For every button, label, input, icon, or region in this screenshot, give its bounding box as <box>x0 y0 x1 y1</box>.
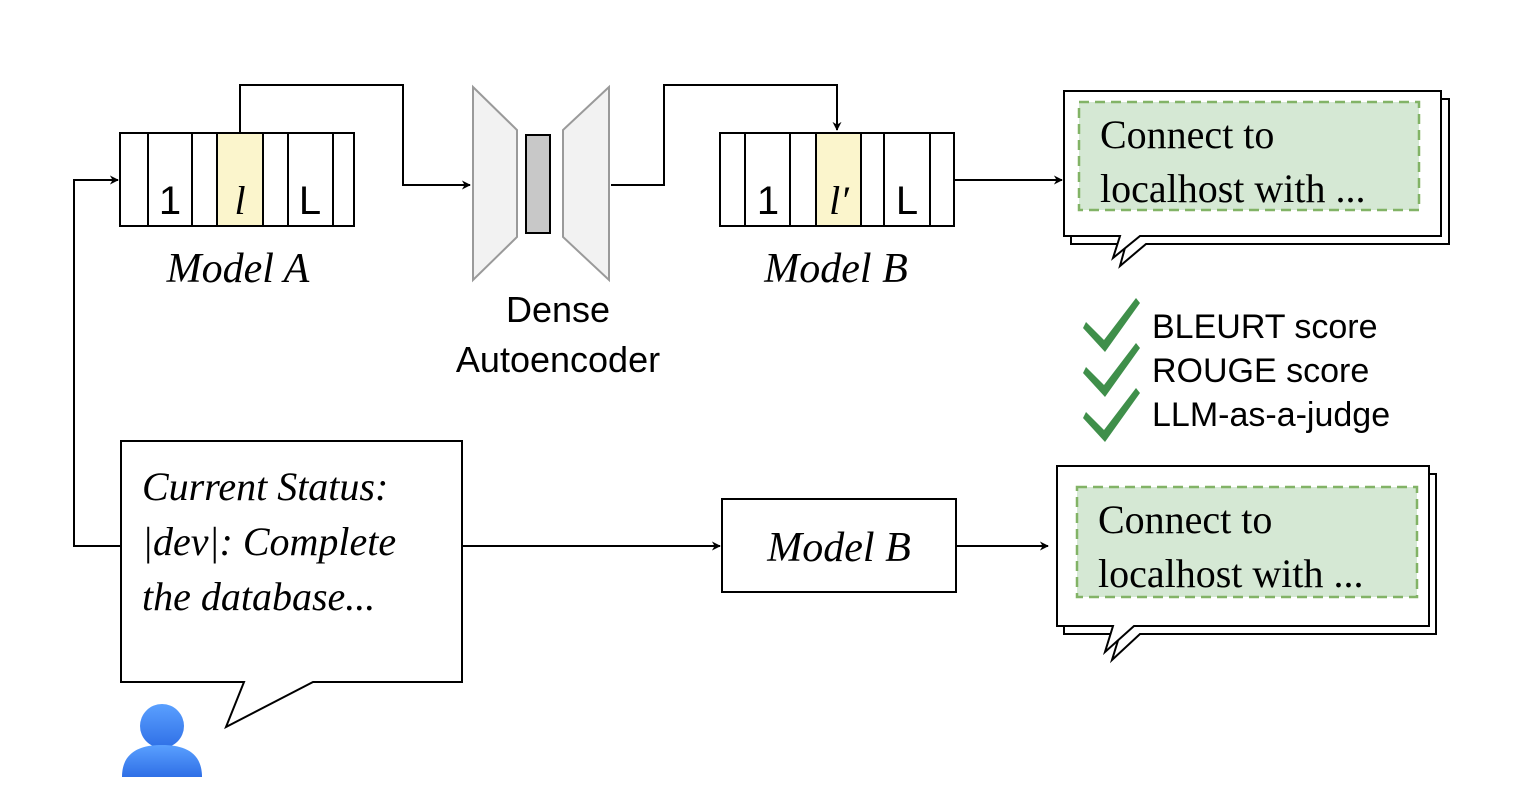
model-b-stack: 1 l′ L <box>719 132 955 227</box>
model-b-highlight-layer <box>815 132 862 227</box>
output-bottom-line2: localhost with ... <box>1098 551 1364 596</box>
arrow-autoencoder-to-model-b <box>611 84 842 186</box>
metric-rouge: ROUGE score <box>1152 352 1369 390</box>
arrow-model-a-to-autoencoder <box>239 84 471 190</box>
output-bottom-line1: Connect to <box>1098 497 1272 542</box>
model-a-label: Model A <box>166 246 310 292</box>
prompt-line1: Current Status: <box>142 464 388 509</box>
metrics-checklist: BLEURT score ROUGE score LLM-as-a-judge <box>1083 298 1390 442</box>
prompt-line3: the database... <box>142 574 375 619</box>
model-a-stack: 1 l L <box>119 132 355 227</box>
arrow-prompt-to-model-a <box>73 175 120 547</box>
model-b-layer-first: 1 <box>757 179 779 223</box>
prompt-bubble: Current Status: |dev|: Complete the data… <box>120 440 463 730</box>
metric-bleurt: BLEURT score <box>1152 308 1378 346</box>
output-top-line1: Connect to <box>1100 112 1274 157</box>
autoencoder-label-line1: Dense <box>506 289 610 330</box>
check-icon <box>1083 343 1140 397</box>
check-icon <box>1083 388 1140 442</box>
model-a-layer-first: 1 <box>159 179 181 223</box>
output-bubble-top: Connect to localhost with ... <box>1063 90 1450 269</box>
model-a-highlight-layer <box>216 132 264 227</box>
model-b-bottom-box: Model B <box>721 498 957 593</box>
user-icon <box>122 704 202 777</box>
model-b-bottom-label: Model B <box>766 525 910 571</box>
output-bubble-bottom: Connect to localhost with ... <box>1056 465 1437 664</box>
prompt-line2: |dev|: Complete <box>142 519 396 564</box>
check-icon <box>1083 298 1140 352</box>
model-b-layer-last: L <box>896 179 918 223</box>
model-b-top-label: Model B <box>763 246 907 292</box>
autoencoder-label-line2: Autoencoder <box>456 339 660 380</box>
metric-llm-judge: LLM-as-a-judge <box>1152 396 1390 434</box>
model-a-layer-l: l <box>234 178 245 223</box>
output-top-line2: localhost with ... <box>1100 166 1366 211</box>
model-b-layer-l-prime: l′ <box>829 178 850 223</box>
model-a-layer-last: L <box>299 179 321 223</box>
autoencoder-shape <box>472 84 610 283</box>
